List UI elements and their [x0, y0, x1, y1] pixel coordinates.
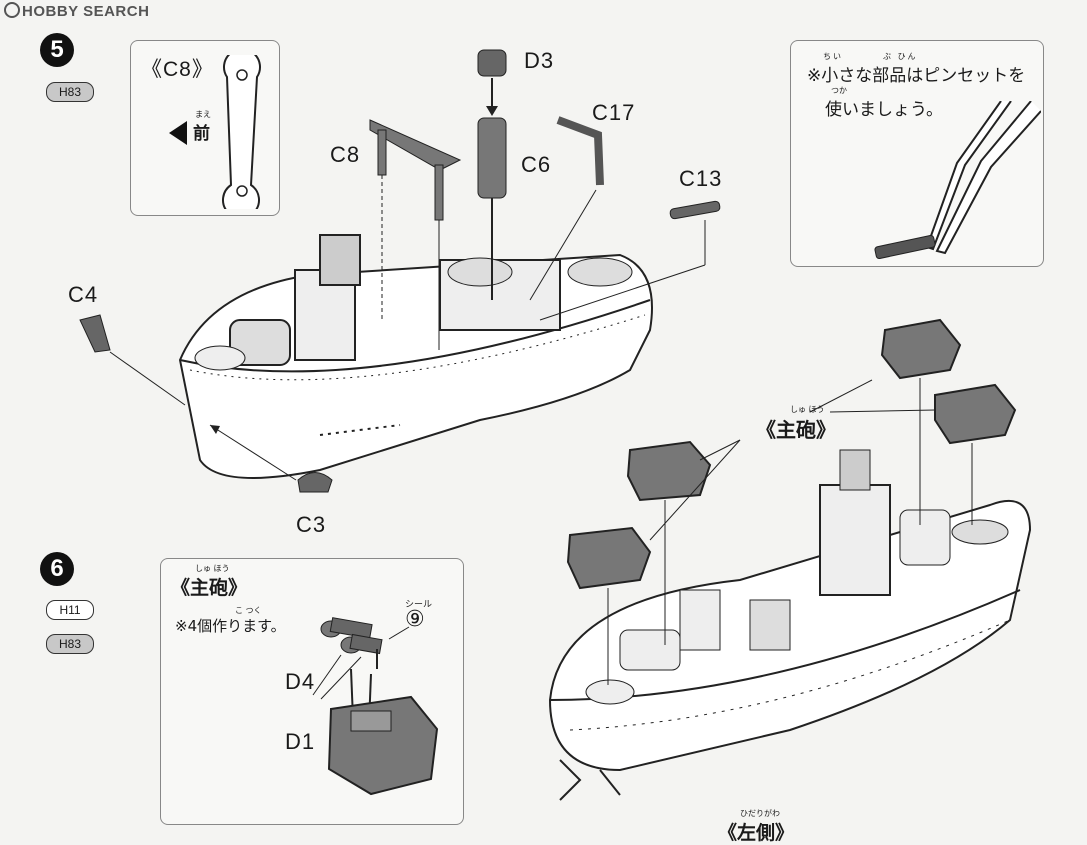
c8-top-view-part [222, 55, 261, 209]
step-6-ship-assembly-drawing [548, 318, 1032, 801]
tip-text-line-1: ※小さな部品はピンセットを [807, 66, 1026, 86]
tweezers-tip-box: ちい ぶ ひん ※小さな部品はピンセットを つか 使いましょう。 [790, 40, 1044, 267]
tweezers-icon [874, 101, 1041, 260]
front-arrow-icon [169, 121, 187, 145]
main-gun-inset-title: 《主砲》 [171, 577, 248, 599]
inset-note-ruby: こ つく [235, 606, 262, 615]
label-d4: D4 [285, 669, 316, 694]
front-ruby: まえ [195, 110, 211, 119]
seal-number: ⑨ [405, 607, 425, 632]
main-gun-label: 《主砲》 [756, 418, 836, 442]
tip-ruby-2: つか [831, 86, 847, 95]
main-gun-inset-ruby: しゅ ほう [195, 564, 230, 573]
left-side-label: 《左側》 [718, 822, 795, 844]
left-side-ruby: ひだりがわ [740, 809, 780, 818]
label-c13: C13 [679, 166, 723, 191]
inset-note: ※4個作ります。 [175, 617, 286, 635]
main-gun-inset-box: しゅ ほう 《主砲》 こ つく ※4個作ります。 シール ⑨ D4 D1 [160, 558, 464, 825]
label-c8: C8 [330, 142, 361, 167]
step-6-number: 6 [40, 552, 74, 586]
step-6-paint-badge-1: H11 [46, 600, 94, 620]
label-d3: D3 [524, 48, 555, 73]
c8-inset-box: 《C8》 まえ 前 [130, 40, 280, 216]
front-label: 前 [193, 124, 210, 144]
step-5-paint-badge: H83 [46, 82, 94, 102]
watermark-logo-icon [4, 2, 20, 18]
step-5-number: 5 [40, 33, 74, 67]
hobby-search-watermark: HOBBY SEARCH [4, 2, 149, 20]
step-5-ship-assembly-drawing [79, 49, 721, 493]
label-c6: C6 [521, 152, 552, 177]
label-c4: C4 [68, 282, 99, 307]
tip-text-line-2: 使いましょう。 [825, 100, 943, 120]
seal-label: シール [405, 600, 433, 610]
tip-ruby-1: ちい ぶ ひん [823, 52, 918, 61]
main-gun-assembly-drawing [312, 617, 439, 796]
label-c3: C3 [296, 512, 327, 537]
step-6-paint-badge-2: H83 [46, 634, 94, 654]
label-d1: D1 [285, 729, 316, 754]
main-gun-ruby: しゅ ほう [790, 405, 825, 414]
c8-inset-title: 《C8》 [141, 58, 214, 81]
label-c17: C17 [592, 100, 636, 125]
